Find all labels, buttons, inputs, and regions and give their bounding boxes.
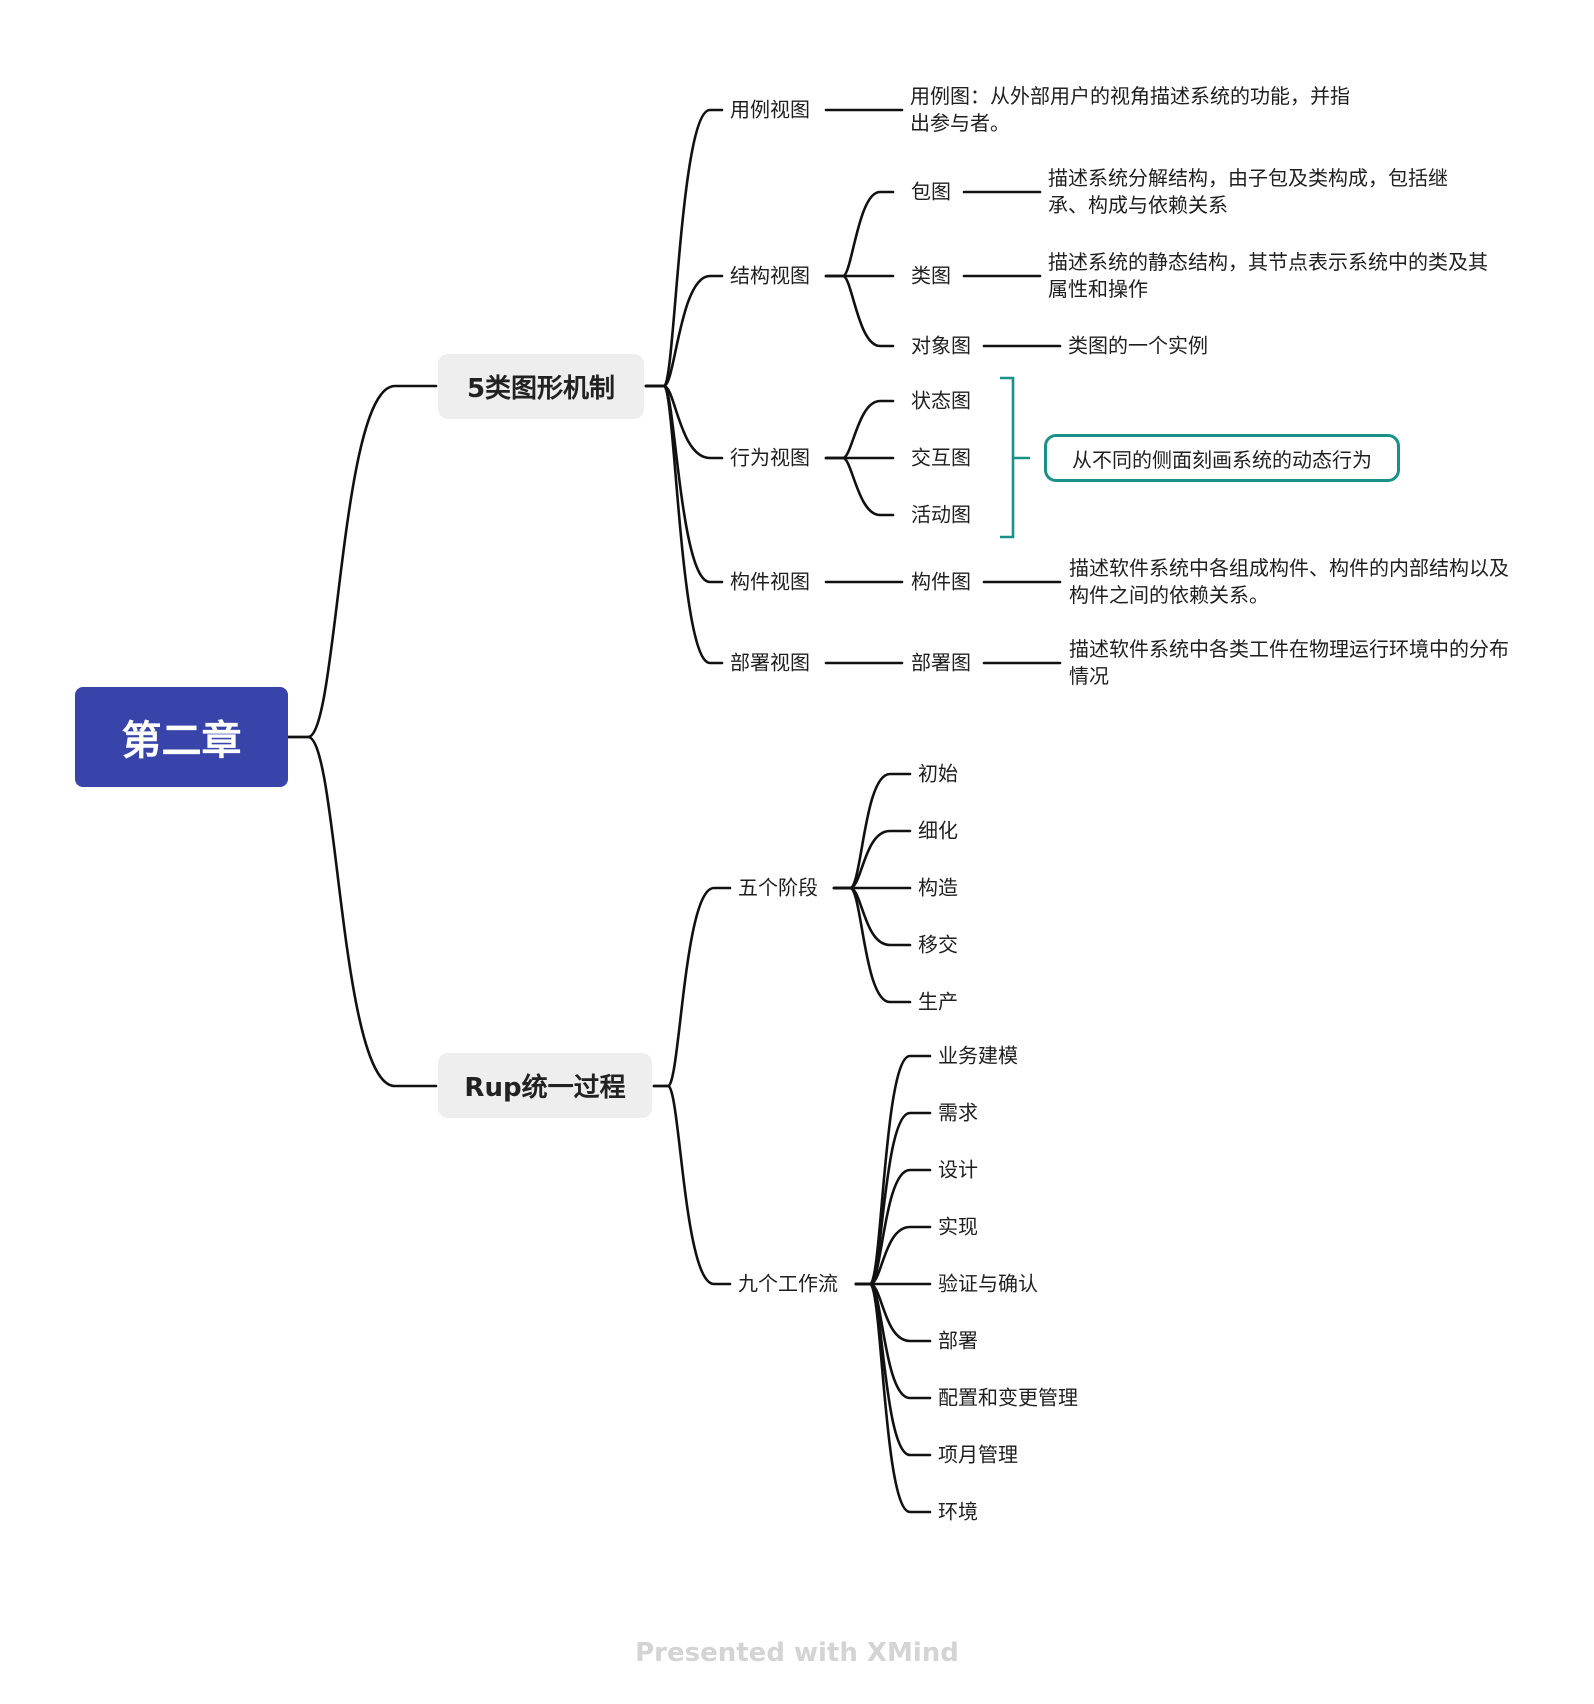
phase-item[interactable]: 初始 xyxy=(918,761,958,786)
topic-interaction-diagram[interactable]: 交互图 xyxy=(911,445,971,470)
topic-activity-diagram[interactable]: 活动图 xyxy=(911,502,971,527)
workflow-item[interactable]: 项月管理 xyxy=(938,1442,1018,1467)
topic-component-diagram[interactable]: 构件图 xyxy=(911,569,971,594)
topic-behavior-view[interactable]: 行为视图 xyxy=(730,445,810,470)
workflow-item[interactable]: 验证与确认 xyxy=(938,1271,1038,1296)
behavior-summary[interactable]: 从不同的侧面刻画系统的动态行为 xyxy=(1044,434,1400,482)
phase-item[interactable]: 生产 xyxy=(918,989,958,1014)
phase-item[interactable]: 构造 xyxy=(918,875,958,900)
component-diagram-desc[interactable]: 描述软件系统中各组成构件、构件的内部结构以及构件之间的依赖关系。 xyxy=(1069,556,1509,607)
workflow-item[interactable]: 设计 xyxy=(938,1157,978,1182)
workflow-item[interactable]: 部署 xyxy=(938,1328,978,1353)
deployment-diagram-desc[interactable]: 描述软件系统中各类工件在物理运行环境中的分布情况 xyxy=(1069,637,1509,688)
topic-deployment-view[interactable]: 部署视图 xyxy=(730,650,810,675)
topic-structure-view[interactable]: 结构视图 xyxy=(730,263,810,288)
topic-five-phases[interactable]: 五个阶段 xyxy=(738,875,818,900)
topic-object-diagram[interactable]: 对象图 xyxy=(911,333,971,358)
workflow-item[interactable]: 业务建模 xyxy=(938,1043,1018,1068)
topic-use-case-view[interactable]: 用例视图 xyxy=(730,97,810,122)
object-diagram-desc[interactable]: 类图的一个实例 xyxy=(1068,333,1208,358)
topic-package-diagram[interactable]: 包图 xyxy=(911,179,951,204)
topic-nine-workflows[interactable]: 九个工作流 xyxy=(738,1271,838,1296)
workflow-item[interactable]: 需求 xyxy=(938,1100,978,1125)
branch-graphic-mechanisms[interactable]: 5类图形机制 xyxy=(438,354,644,419)
root-topic[interactable]: 第二章 xyxy=(75,687,288,787)
class-diagram-desc[interactable]: 描述系统的静态结构，其节点表示系统中的类及其属性和操作 xyxy=(1048,250,1488,301)
workflow-item[interactable]: 配置和变更管理 xyxy=(938,1385,1078,1410)
topic-state-diagram[interactable]: 状态图 xyxy=(911,388,971,413)
workflow-item[interactable]: 实现 xyxy=(938,1214,978,1239)
topic-class-diagram[interactable]: 类图 xyxy=(911,263,951,288)
topic-component-view[interactable]: 构件视图 xyxy=(730,569,810,594)
footer-watermark: Presented with XMind xyxy=(635,1638,959,1668)
topic-deployment-diagram[interactable]: 部署图 xyxy=(911,650,971,675)
phase-item[interactable]: 移交 xyxy=(918,932,958,957)
summary-bracket xyxy=(1000,376,1030,539)
package-diagram-desc[interactable]: 描述系统分解结构，由子包及类构成，包括继承、构成与依赖关系 xyxy=(1048,166,1448,217)
branch-rup-process[interactable]: Rup统一过程 xyxy=(438,1053,652,1118)
use-case-desc[interactable]: 用例图：从外部用户的视角描述系统的功能，并指出参与者。 xyxy=(910,84,1350,135)
phase-item[interactable]: 细化 xyxy=(918,818,958,843)
workflow-item[interactable]: 环境 xyxy=(938,1499,978,1524)
